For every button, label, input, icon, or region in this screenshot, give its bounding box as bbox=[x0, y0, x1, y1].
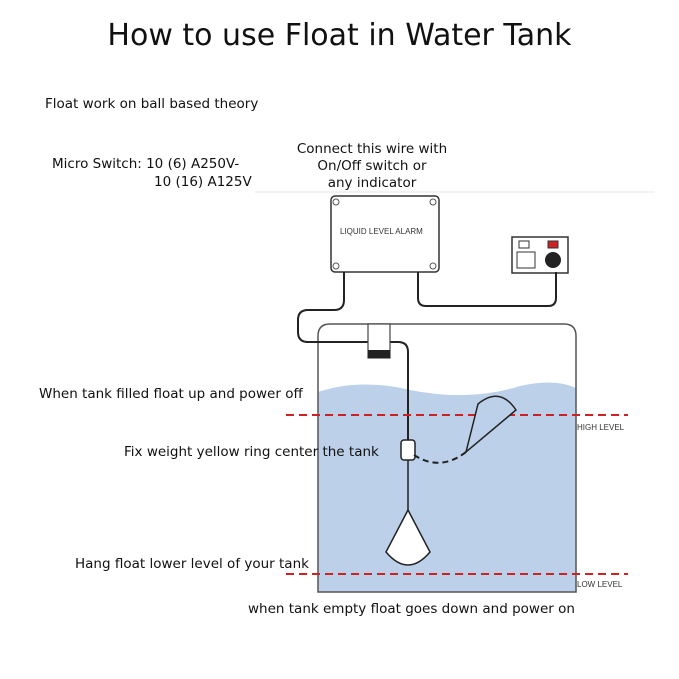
wire-note-line3: any indicator bbox=[327, 175, 417, 191]
tank-outline bbox=[317, 323, 577, 593]
outlet-wire bbox=[417, 272, 557, 307]
float-up-cable-dashed bbox=[413, 451, 467, 464]
cable-holder-clamp bbox=[368, 350, 390, 358]
page-title: How to use Float in Water Tank bbox=[107, 18, 572, 53]
fix-weight-note: Fix weight yellow ring center the tank bbox=[124, 444, 379, 460]
float-cable bbox=[297, 272, 409, 440]
screw-icon bbox=[332, 198, 340, 206]
wire-note-line2: On/Off switch or bbox=[317, 158, 427, 174]
power-outlet bbox=[511, 236, 569, 274]
outlet-switch-icon bbox=[518, 240, 530, 249]
tank-empty-note: when tank empty float goes down and powe… bbox=[248, 601, 575, 617]
wire-note-line1: Connect this wire with bbox=[296, 141, 448, 157]
alarm-box-label: LIQUID LEVEL ALARM bbox=[340, 227, 423, 236]
float-up-position bbox=[464, 395, 517, 455]
liquid-level-alarm-box bbox=[330, 195, 440, 273]
hang-float-note: Hang float lower level of your tank bbox=[75, 556, 309, 572]
low-level-label: LOW LEVEL bbox=[577, 580, 623, 589]
screw-icon bbox=[332, 262, 340, 270]
micro-switch-spec-line1: Micro Switch: 10 (6) A250V- bbox=[52, 156, 240, 172]
high-level-label: HIGH LEVEL bbox=[577, 423, 625, 432]
counterweight bbox=[400, 439, 416, 461]
screw-icon bbox=[429, 198, 437, 206]
outlet-plug-icon bbox=[545, 252, 561, 268]
water-fill bbox=[318, 382, 576, 592]
ball-theory-note: Float work on ball based theory bbox=[45, 96, 259, 112]
tank-filled-note: When tank filled float up and power off bbox=[39, 386, 303, 402]
outlet-indicator-icon bbox=[547, 240, 559, 249]
float-down-position bbox=[385, 508, 431, 566]
screw-icon bbox=[429, 262, 437, 270]
micro-switch-spec-line2: 10 (16) A125V bbox=[154, 174, 252, 190]
outlet-socket-icon bbox=[516, 251, 536, 269]
